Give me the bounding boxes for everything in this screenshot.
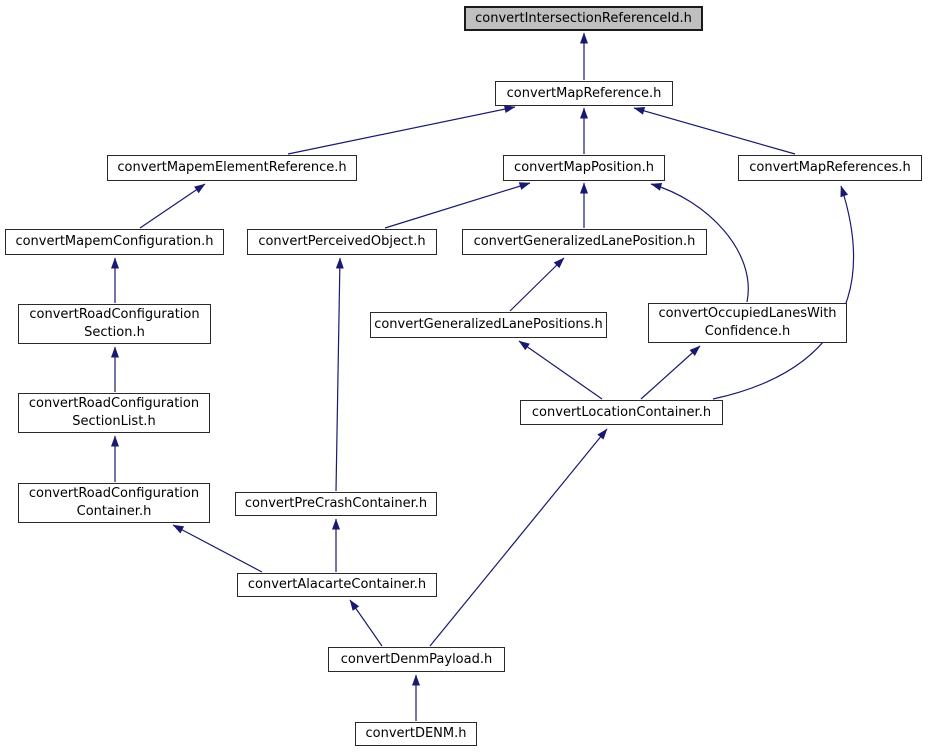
node-convertMapReference[interactable]: convertMapReference.h [495, 81, 673, 106]
edge-alacarteContainer-to-roadConfigurationContainer [172, 524, 263, 573]
node-convertOccupiedLanesWithConfidence[interactable]: convertOccupiedLanesWith Confidence.h [648, 303, 847, 343]
edge-locationContainer-to-occupiedLanesWithConfidence [640, 345, 701, 400]
edge-perceivedObject-to-mapPosition [384, 182, 531, 229]
node-convertPerceivedObject[interactable]: convertPerceivedObject.h [247, 229, 437, 255]
edge-denmPayload-to-alacarteContainer [349, 599, 383, 647]
edge-denmPayload-to-locationContainer [429, 428, 608, 647]
edge-locationContainer-to-generalizedLanePositions [518, 340, 603, 400]
node-convertMapemElementReference[interactable]: convertMapemElementReference.h [107, 155, 357, 181]
node-convertGeneralizedLanePosition[interactable]: convertGeneralizedLanePosition.h [462, 229, 707, 255]
node-convertIntersectionReferenceId: convertIntersectionReferenceId.h [464, 6, 703, 31]
node-convertGeneralizedLanePositions[interactable]: convertGeneralizedLanePositions.h [370, 312, 607, 338]
node-convertPreCrashContainer[interactable]: convertPreCrashContainer.h [235, 492, 437, 516]
edge-locationContainer-to-mapReferences [712, 185, 855, 400]
node-convertRoadConfigurationContainer[interactable]: convertRoadConfiguration Container.h [18, 483, 210, 523]
edge-mapemElementReference-to-mapReference [287, 105, 516, 155]
node-convertMapPosition[interactable]: convertMapPosition.h [503, 155, 665, 181]
edge-occupiedLanesWithConfidence-to-mapPosition [650, 183, 749, 303]
edge-mapemConfiguration-to-mapemElementReference [139, 183, 206, 229]
edge-generalizedLanePositions-to-generalizedLanePosition [509, 257, 565, 312]
node-convertMapemConfiguration[interactable]: convertMapemConfiguration.h [5, 229, 224, 255]
node-convertRoadConfigurationSectionList[interactable]: convertRoadConfiguration SectionList.h [18, 393, 210, 433]
node-convertAlacarteContainer[interactable]: convertAlacarteContainer.h [237, 573, 437, 597]
edge-mapReferences-to-mapReference [633, 107, 796, 155]
node-convertDENM[interactable]: convertDENM.h [355, 722, 477, 746]
node-convertLocationContainer[interactable]: convertLocationContainer.h [520, 400, 723, 425]
edge-preCrashContainer-to-perceivedObject [335, 257, 344, 492]
node-convertMapReferences[interactable]: convertMapReferences.h [738, 155, 922, 181]
node-convertRoadConfigurationSection[interactable]: convertRoadConfiguration Section.h [18, 304, 211, 344]
node-convertDenmPayload[interactable]: convertDenmPayload.h [328, 647, 505, 672]
